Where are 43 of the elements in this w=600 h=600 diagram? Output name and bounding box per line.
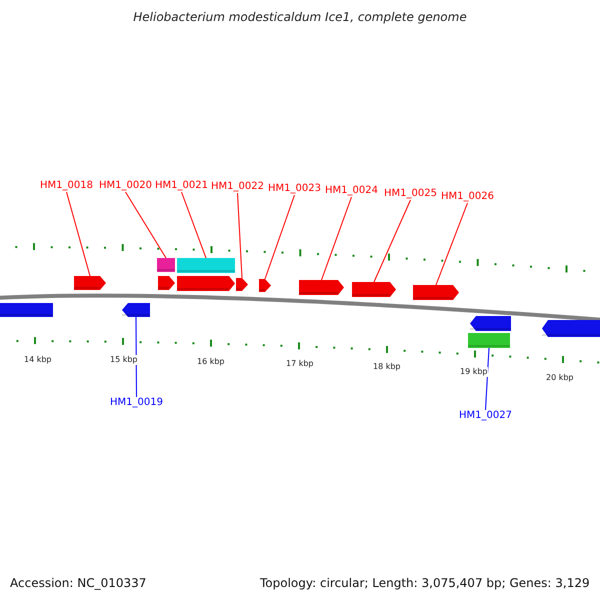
footer-text: Accession: NC_010337 (10, 576, 146, 590)
scale-label: 17 kbp (286, 359, 314, 369)
leader-line (264, 194, 295, 280)
gene-glyph (470, 316, 511, 331)
title: Heliobacterium modesticaldum Ice1, complete genome (132, 10, 468, 24)
gene-label: HM1_0020 (99, 180, 152, 192)
gene-label: HM1_0027 (459, 410, 512, 422)
leader-line (136, 316, 137, 398)
gene-label: HM1_0026 (441, 191, 494, 203)
gene-glyph (74, 276, 106, 290)
gene-glyph (158, 276, 175, 290)
gene-label: HM1_0024 (325, 185, 378, 197)
gene-glyph (259, 279, 271, 292)
feature-bar (468, 333, 510, 348)
leader-line (237, 192, 242, 278)
gene-glyph (352, 282, 396, 297)
footer-text: Topology: circular; Length: 3,075,407 bp; Genes: 3,129 (260, 576, 590, 590)
leader-line (485, 348, 490, 410)
scale-label: 20 kbp (546, 373, 574, 383)
gene-glyph (236, 278, 248, 291)
scale-label: 14 kbp (24, 355, 52, 365)
feature-bar (157, 258, 175, 272)
gene-glyph (122, 303, 150, 317)
gene-label: HM1_0021 (155, 180, 208, 192)
scale-label: 18 kbp (373, 362, 401, 372)
gene-label: HM1_0025 (384, 188, 437, 200)
leader-line (125, 192, 166, 258)
scale-label: 15 kbp (110, 355, 138, 365)
gene-glyph (413, 285, 459, 300)
scale-label: 19 kbp (460, 367, 488, 377)
gene-label: HM1_0022 (211, 181, 264, 193)
gene-label: HM1_0018 (40, 180, 93, 192)
leader-line (66, 192, 90, 276)
feature-bar (177, 258, 235, 273)
gene-glyph (299, 280, 344, 295)
gene-glyph (542, 320, 600, 337)
scale-label: 16 kbp (197, 357, 225, 367)
gene-label: HM1_0019 (110, 397, 163, 409)
leader-line (321, 196, 352, 280)
leader-line (436, 202, 468, 286)
gene-label: HM1_0023 (268, 183, 321, 195)
gene-glyph (0, 303, 53, 317)
leader-line (374, 200, 411, 282)
